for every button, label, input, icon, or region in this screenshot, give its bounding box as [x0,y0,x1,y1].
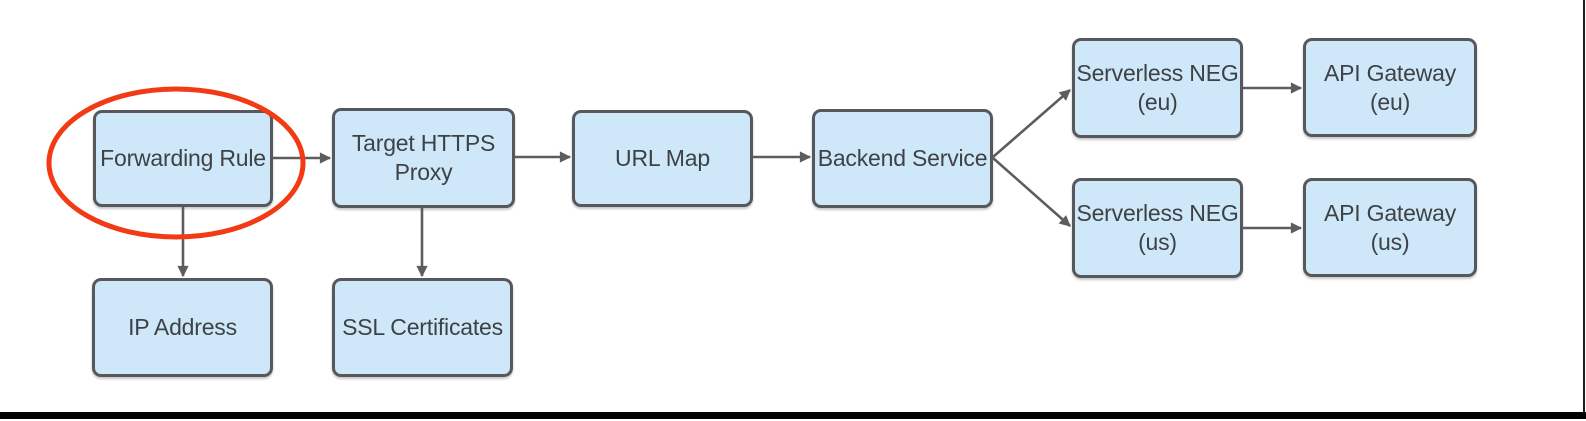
node-ip-address: IP Address [92,278,273,377]
node-target-https-proxy: Target HTTPS Proxy [332,108,515,208]
arrow-backend-service-to-serverless-neg-us [992,157,1071,227]
node-serverless-neg-eu: Serverless NEG (eu) [1072,38,1243,138]
node-ssl-certificates: SSL Certificates [332,278,513,377]
node-api-gateway-us: API Gateway (us) [1303,178,1477,277]
node-api-gateway-eu: API Gateway (eu) [1303,38,1477,137]
node-forwarding-rule: Forwarding Rule [93,110,273,207]
arrow-backend-service-to-serverless-neg-eu [992,89,1071,158]
node-serverless-neg-us: Serverless NEG (us) [1072,178,1243,278]
bottom-border-bar [0,412,1586,419]
node-url-map: URL Map [572,110,753,207]
node-backend-service: Backend Service [812,109,993,208]
right-border-line [1583,0,1585,419]
